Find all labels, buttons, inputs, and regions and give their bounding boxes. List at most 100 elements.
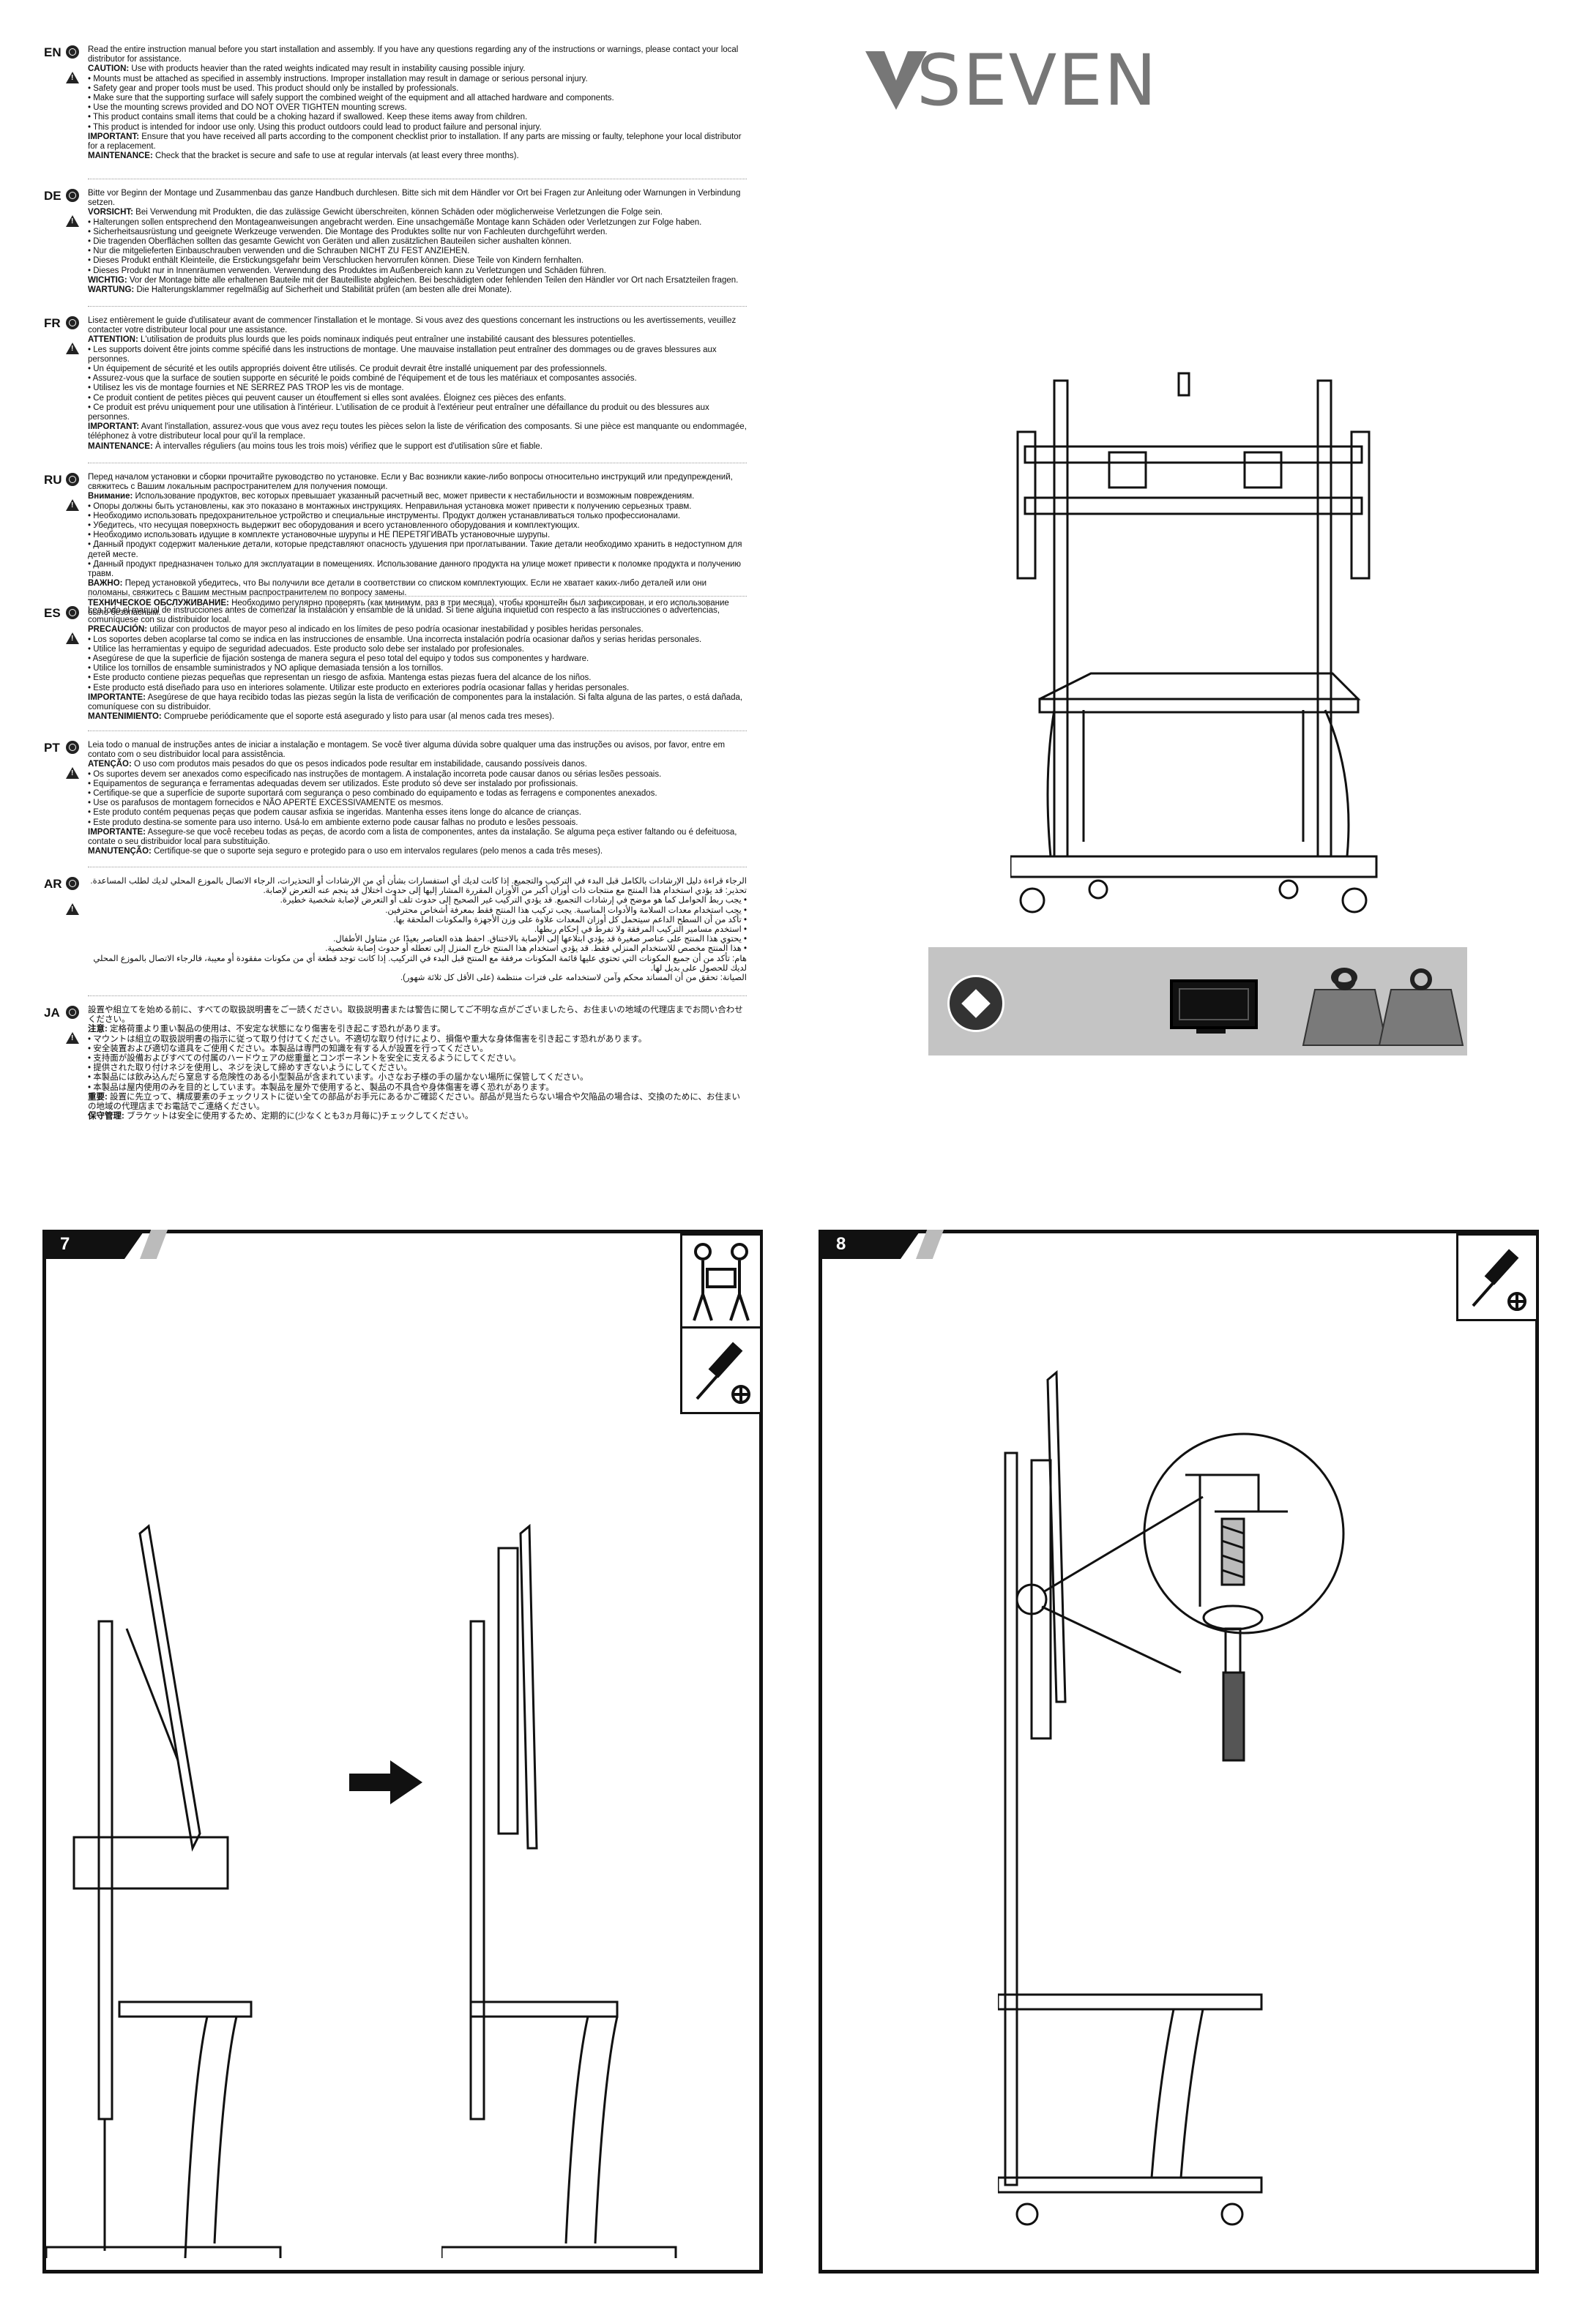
paragraph-body: • Make sure that the supporting surface … xyxy=(88,94,614,103)
paragraph-label: MANUTENÇÃO: xyxy=(88,847,152,856)
paragraph-label: 注意: xyxy=(88,1025,108,1034)
paragraph-body: • Utilice las herramientas y equipo de s… xyxy=(88,644,524,654)
paragraph-label: Внимание: xyxy=(88,492,133,501)
paragraph-body: Avant l'installation, assurez-vous que v… xyxy=(88,422,747,441)
paragraph-body: • Ce produit contient de petites pièces … xyxy=(88,393,567,403)
paragraph-body: • 本製品は屋内使用のみを目的としています。本製品を屋外で使用すると、製品の不具… xyxy=(88,1083,554,1092)
paragraph-label: ATENÇÃO: xyxy=(88,760,132,769)
paragraph-body: • Опоры должны быть установлены, как это… xyxy=(88,501,692,511)
paragraph-body: • Halterungen sollen entsprechend den Mo… xyxy=(88,217,702,227)
lang-code: AR xyxy=(44,877,62,891)
paragraph-body: Необходимо регулярно проверять (как мини… xyxy=(88,598,729,617)
instruction-paragraph: • Asegúrese de que la superficie de fija… xyxy=(88,654,747,664)
paragraph-body: • Необходимо использовать предохранитель… xyxy=(88,511,681,520)
globe-icon xyxy=(66,189,79,202)
paragraph-body: • Este producto contiene piezas pequeñas… xyxy=(88,673,592,683)
instruction-paragraph: ATTENTION: L'utilisation de produits plu… xyxy=(88,335,747,345)
paragraph-body: • Sicherheitsausrüstung und geeignete We… xyxy=(88,227,608,236)
paragraph-label: WICHTIG: xyxy=(88,275,127,285)
paragraph-body: • Safety gear and proper tools must be u… xyxy=(88,83,459,93)
instruction-paragraph: • Убедитесь, что несущая поверхность выд… xyxy=(88,521,747,531)
paragraph-body: Lisez entièrement le guide d'utilisateur… xyxy=(88,316,737,335)
screwdriver-icon xyxy=(1456,1233,1538,1321)
instruction-paragraph: • Este producto contiene piezas pequeñas… xyxy=(88,673,747,683)
instruction-paragraph: • Les supports doivent être joints comme… xyxy=(88,345,747,365)
paragraph-body: • 支持面が設備およびすべての付属のハードウェアの総重量とコンポーネントを安全に… xyxy=(88,1054,521,1064)
instruction-paragraph: • 支持面が設備およびすべての付属のハードウェアの総重量とコンポーネントを安全に… xyxy=(88,1054,747,1064)
instruction-paragraph: • 安全装置および適切な道具をご使用ください。本製品は専門の知識を有する人が設置… xyxy=(88,1045,747,1054)
paragraph-body: • يحتوي هذا المنتج على عناصر صغيرة قد يؤ… xyxy=(333,935,747,944)
instruction-paragraph: تحذير: قد يؤدي استخدام هذا المنتج مع منت… xyxy=(88,886,747,896)
step-tab-accent xyxy=(140,1230,168,1259)
paragraph-body: Перед установкой убедитесь, что Вы получ… xyxy=(88,579,707,598)
instruction-paragraph: • Halterungen sollen entsprechend den Mo… xyxy=(88,218,747,228)
paragraph-body: Die Halterungsklammer regelmäßig auf Sic… xyxy=(134,285,512,295)
instruction-paragraph: • Utilisez les vis de montage fournies e… xyxy=(88,384,747,393)
instruction-paragraph: • Данный продукт содержит маленькие дета… xyxy=(88,540,747,559)
instruction-paragraph: • Este produto contém pequenas peças que… xyxy=(88,808,747,818)
paragraph-body: • Dieses Produkt nur in Innenräumen verw… xyxy=(88,266,606,275)
instruction-paragraph: • マウントは組立の取扱説明書の指示に従って取り付けてください。不適切な取り付け… xyxy=(88,1035,747,1045)
paragraph-body: Lea todo el manual de instrucciones ante… xyxy=(88,606,720,625)
paragraph-body: • Mounts must be attached as specified i… xyxy=(88,74,588,83)
paragraph-body: • Los soportes deben acoplarse tal como … xyxy=(88,635,702,644)
paragraph-body: • 本製品には飲み込んだら窒息する危険性のある小型製品が含まれています。小さなお… xyxy=(88,1073,589,1083)
instruction-paragraph: • Use os parafusos de montagem fornecido… xyxy=(88,799,747,808)
paragraph-body: Leia todo o manual de instruções antes d… xyxy=(88,741,726,760)
paragraph-label: MAINTENANCE: xyxy=(88,441,153,451)
globe-icon xyxy=(66,316,79,329)
lang-code: FR xyxy=(44,316,61,330)
paragraph-body: تحذير: قد يؤدي استخدام هذا المنتج مع منت… xyxy=(263,886,747,896)
paragraph-body: • Assurez-vous que la surface de soutien… xyxy=(88,374,637,384)
instruction-paragraph: • Certifique-se que a superfície de supo… xyxy=(88,789,747,799)
warning-icon xyxy=(66,632,79,644)
instruction-paragraph: الرجاء قراءة دليل الإرشادات بالكامل قبل … xyxy=(88,877,747,886)
step-7-panel: 7 xyxy=(42,1230,763,2273)
warning-icon xyxy=(66,72,79,83)
instruction-paragraph: هام: تأكد من أن جميع المكونات التي تحتوي… xyxy=(88,954,747,974)
instruction-paragraph: • 提供された取り付けネジを使用し、ネジを決して締めすぎないようにしてください。 xyxy=(88,1064,747,1073)
paragraph-body: • Nur die mitgelieferten Einbauschrauben… xyxy=(88,247,470,256)
instruction-paragraph: IMPORTANTE: Asegúrese de que haya recibi… xyxy=(88,693,747,712)
paragraph-label: VORSICHT: xyxy=(88,208,133,217)
instruction-text: Lisez entièrement le guide d'utilisateur… xyxy=(88,316,747,452)
paragraph-body: • Les supports doivent être joints comme… xyxy=(88,345,717,364)
paragraph-body: Bitte vor Beginn der Montage und Zusamme… xyxy=(88,189,741,208)
stand-after-illustration xyxy=(441,1523,677,2258)
instruction-text: Lea todo el manual de instrucciones ante… xyxy=(88,606,747,722)
instruction-paragraph: Перед началом установки и сборки прочита… xyxy=(88,473,747,492)
instruction-paragraph: • Assurez-vous que la surface de soutien… xyxy=(88,374,747,384)
instruction-paragraph: • Use the mounting screws provided and D… xyxy=(88,103,747,113)
paragraph-body: 設置や組立てを始める前に、すべての取扱説明書をご一読ください。取扱説明書または警… xyxy=(88,1006,743,1025)
instruction-paragraph: • Make sure that the supporting surface … xyxy=(88,94,747,103)
instruction-paragraph: • استخدم مسامير التركيب المرفقة ولا تفرط… xyxy=(88,925,747,935)
paragraph-body: • This product contains small items that… xyxy=(88,113,528,122)
screwdriver-icon xyxy=(680,1326,762,1414)
instruction-paragraph: • تأكد من أن السطح الداعم سيتحمل كل أوزا… xyxy=(88,916,747,925)
weight-icon xyxy=(1378,968,1464,1047)
instruction-paragraph: ATENÇÃO: O uso com produtos mais pesados… xyxy=(88,760,747,769)
paragraph-label: 保守管理: xyxy=(88,1112,124,1121)
paragraph-label: IMPORTANTE: xyxy=(88,827,146,837)
paragraph-body: • Utilice los tornillos de ensamble sumi… xyxy=(88,664,444,673)
instruction-paragraph: IMPORTANT: Ensure that you have received… xyxy=(88,132,747,152)
paragraph-body: utilizar con productos de mayor peso al … xyxy=(147,625,644,635)
instruction-paragraph: • Este producto está diseñado para uso e… xyxy=(88,684,747,693)
instruction-paragraph: WARTUNG: Die Halterungsklammer regelmäßi… xyxy=(88,285,747,295)
paragraph-body: • Asegúrese de que la superficie de fija… xyxy=(88,654,589,664)
paragraph-body: • استخدم مسامير التركيب المرفقة ولا تفرط… xyxy=(534,925,747,935)
instruction-paragraph: 注意: 定格荷重より重い製品の使用は、不安定な状態になり傷害を引き起こす恐れがあ… xyxy=(88,1025,747,1034)
instruction-text: Read the entire instruction manual befor… xyxy=(88,45,747,161)
lang-code: EN xyxy=(44,45,61,59)
paragraph-body: 設置に先立って、構成要素のチェックリストに従い全ての部品がお手元にあるかご確認く… xyxy=(88,1092,741,1112)
paragraph-body: Перед началом установки и сборки прочита… xyxy=(88,473,733,492)
instruction-paragraph: • 本製品には飲み込んだら窒息する危険性のある小型製品が含まれています。小さなお… xyxy=(88,1073,747,1083)
section-divider xyxy=(88,596,747,597)
lang-code: PT xyxy=(44,741,60,755)
paragraph-body: ブラケットは安全に使用するため、定期的に(少なくとも3ヵ月毎に)チェックしてくだ… xyxy=(124,1112,474,1121)
tv-stand-icon xyxy=(1196,1029,1226,1034)
instruction-paragraph: • يجب ربط الحوامل كما هو موضح في إرشادات… xyxy=(88,896,747,905)
instruction-paragraph: • Sicherheitsausrüstung und geeignete We… xyxy=(88,228,747,237)
instruction-paragraph: • Os suportes devem ser anexados como es… xyxy=(88,770,747,780)
paragraph-body: 定格荷重より重い製品の使用は、不安定な状態になり傷害を引き起こす恐れがあります。 xyxy=(107,1025,446,1034)
